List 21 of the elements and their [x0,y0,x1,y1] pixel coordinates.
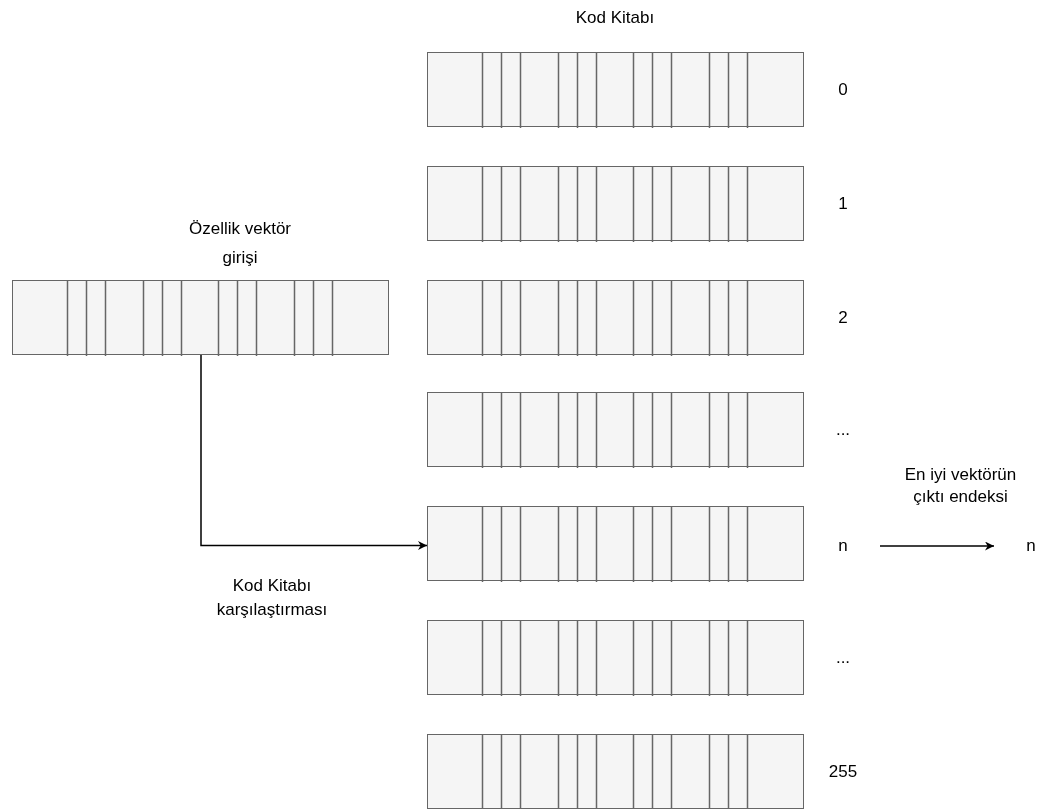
vector-bar [427,506,804,581]
vector-heading: Özellik vektör girişi [188,218,292,269]
arrow [879,541,995,551]
vector-bar [427,166,804,241]
vector-bar [427,392,804,467]
index-label: n [828,531,858,561]
row-index: 0 [837,78,849,101]
index-label: n [1016,531,1045,561]
vector-bar [427,52,804,127]
output-caption: En iyi vektörün çıktı endeksi [903,464,1018,508]
row-index: ... [834,646,852,669]
row-index: 255 [827,760,859,783]
row-index: 1 [837,192,849,215]
title: Kod Kitabı [574,7,656,29]
arrow [200,354,428,550]
vector-bar [427,620,804,695]
row-index: 2 [837,306,849,329]
vector-bar [12,280,389,355]
row-index: ... [834,418,852,441]
vector-bar [427,734,804,809]
vector-bar [427,280,804,355]
